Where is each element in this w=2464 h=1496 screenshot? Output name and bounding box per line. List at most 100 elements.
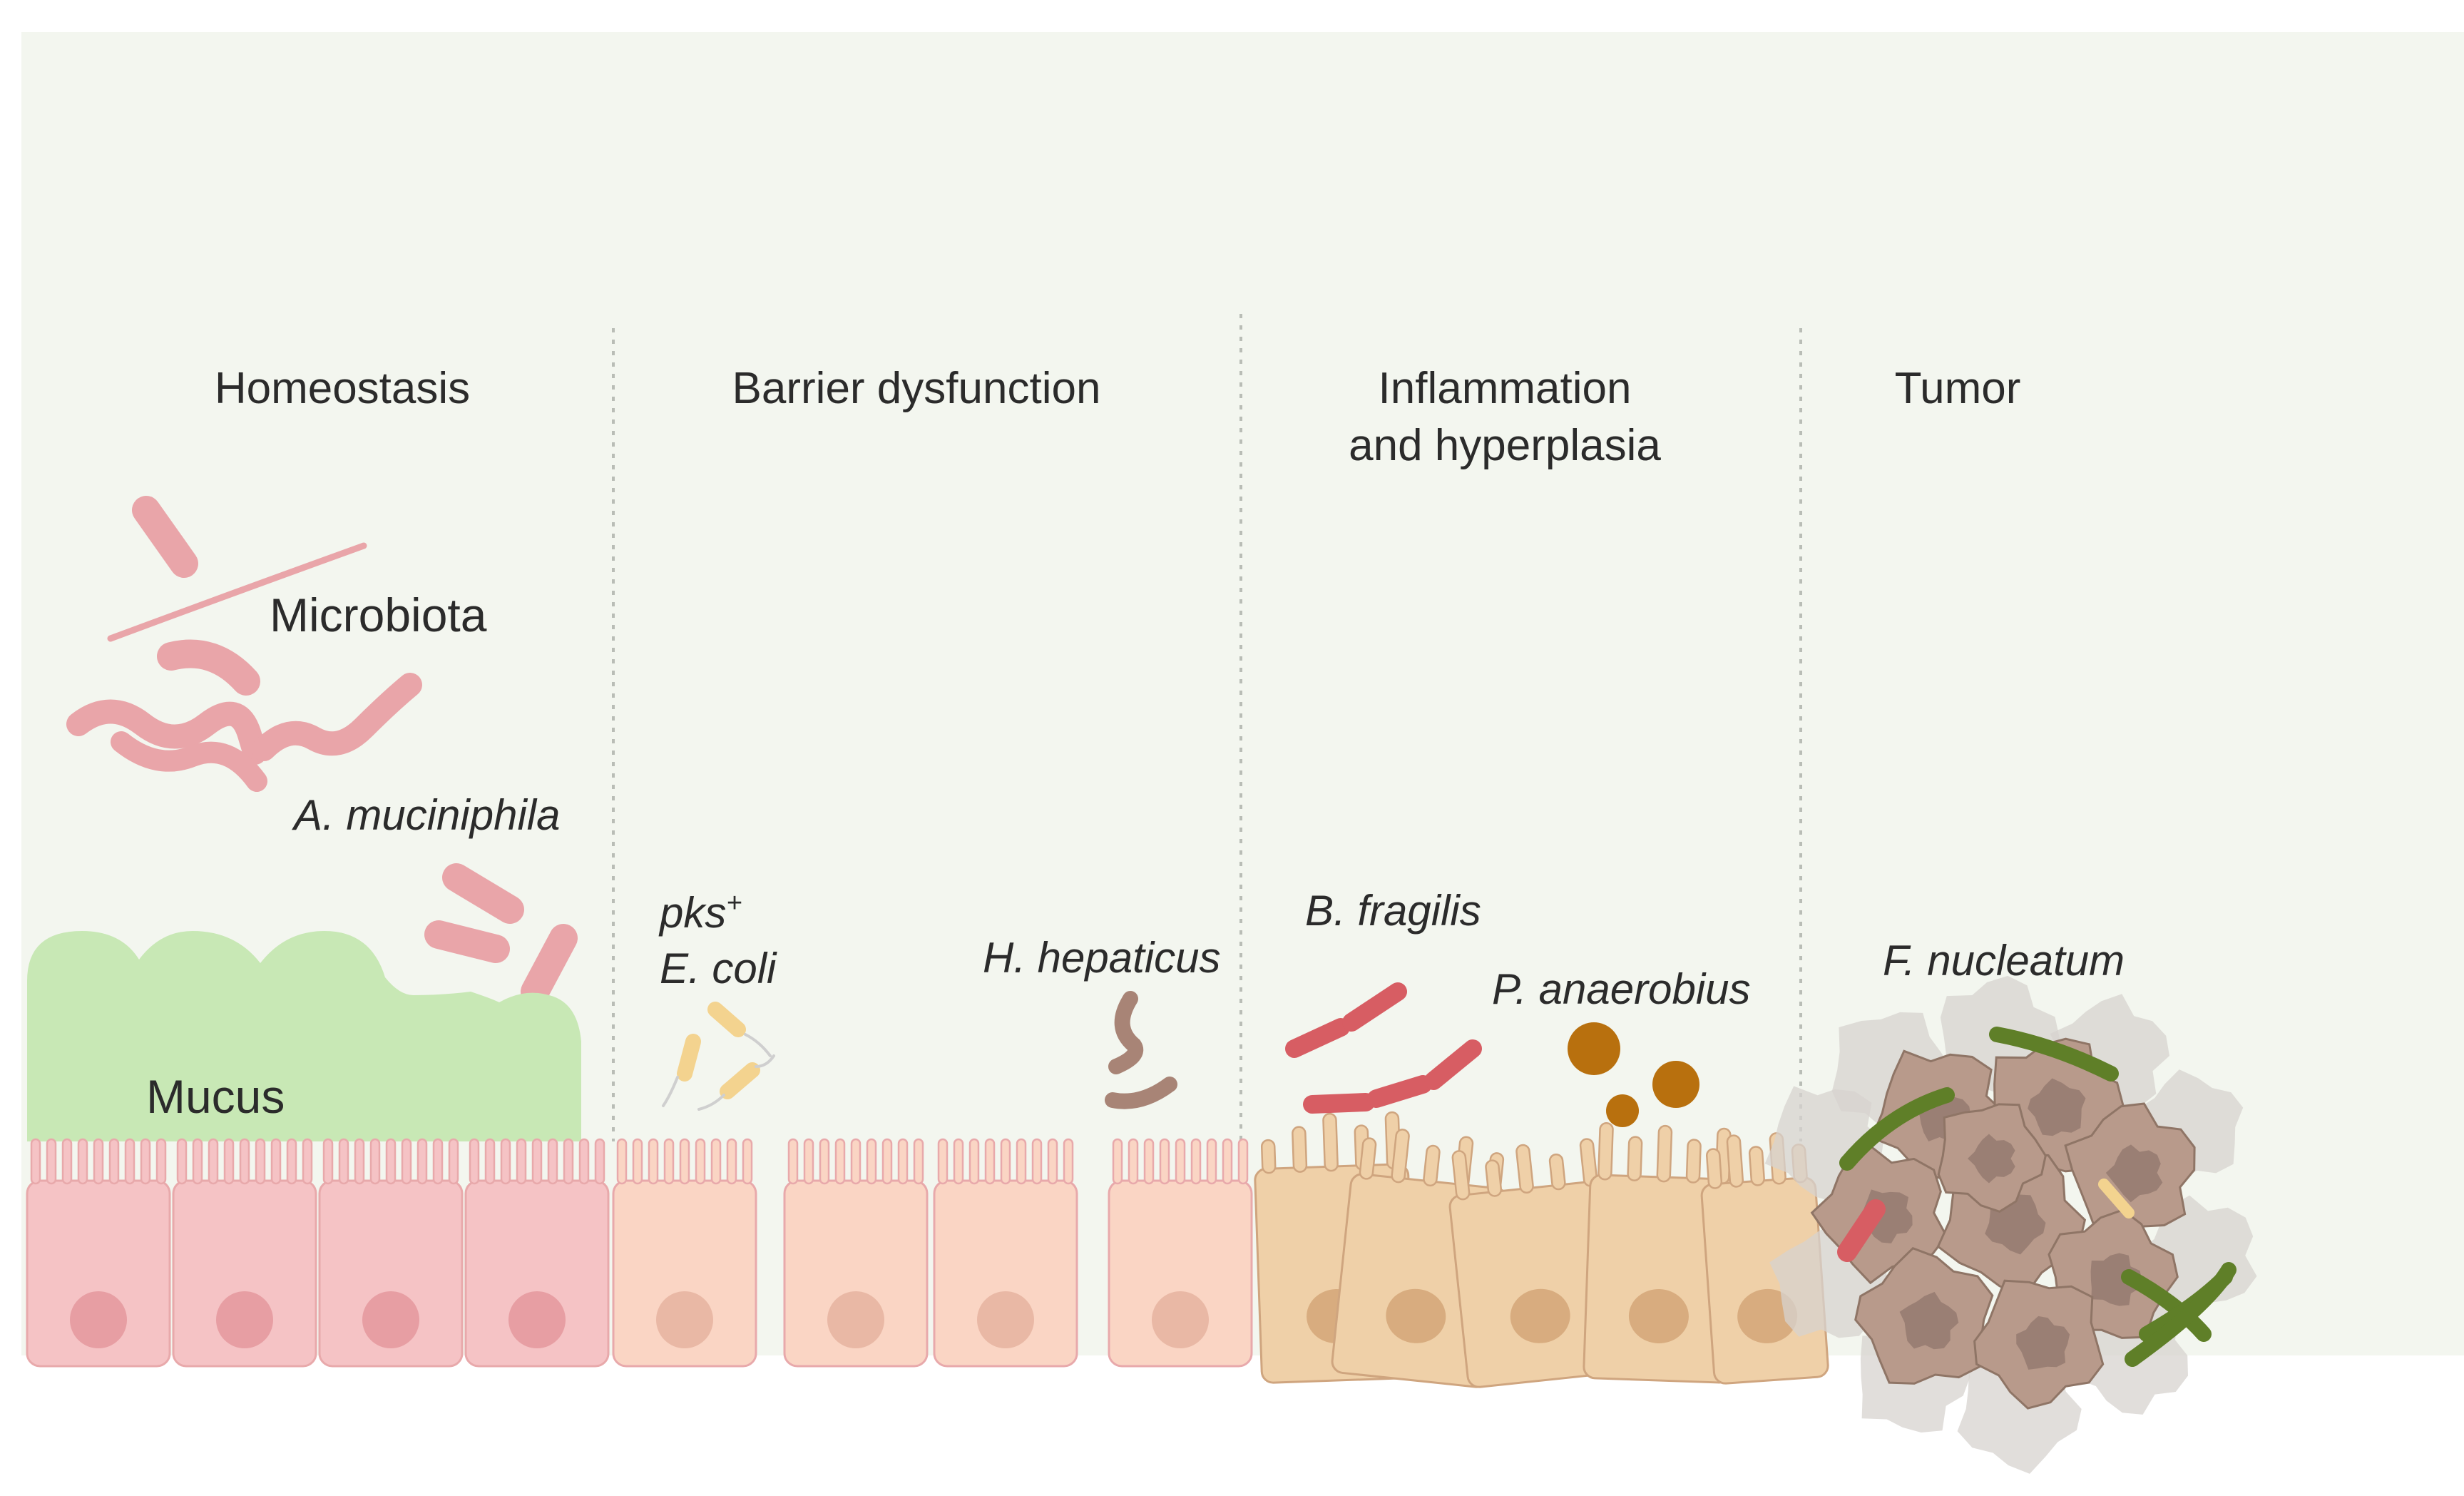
mucus-layer (27, 931, 581, 1141)
leaky-cell-2-microvillus (819, 1138, 830, 1185)
healthy-cell-4-microvillus (578, 1138, 590, 1185)
stage-inflammation-line2: and hyperplasia (1349, 421, 1661, 470)
leaky-cell-2-microvillus (897, 1138, 909, 1185)
hyperplastic-cell-2-nucleus (1386, 1288, 1446, 1343)
healthy-cell-4-microvillus (469, 1138, 480, 1185)
species-a-muciniphila: A. muciniphila (292, 791, 561, 839)
healthy-cell-3-microvillus (385, 1138, 397, 1185)
f-nucleatum-3 (2121, 1269, 2212, 1342)
species-pks-label: pks+ (658, 888, 742, 937)
h-hepaticus-2 (1105, 1077, 1177, 1109)
leaky-cell-4-microvillus (1237, 1138, 1249, 1185)
healthy-cell-2-nucleus (216, 1291, 273, 1348)
healthy-cell-2-microvillus (255, 1138, 266, 1185)
healthy-cell-3-microvillus (322, 1138, 334, 1185)
healthy-cell-1-microvillus (93, 1138, 104, 1185)
stage-inflammation-line1: Inflammation (1379, 364, 1632, 413)
species-p-anaerobius: P. anaerobius (1492, 965, 1751, 1013)
healthy-cell-4 (464, 1138, 610, 1368)
healthy-cell-4-microvillus (547, 1138, 558, 1185)
b-fragilis-5 (1424, 1039, 1482, 1090)
healthy-cell-2-microvillus (270, 1138, 282, 1185)
hyperplastic-cell-4-microvillus (1597, 1122, 1614, 1181)
healthy-cell-2-microvillus (239, 1138, 250, 1185)
e-coli-flagella (662, 1033, 775, 1111)
leaky-cell-3-microvillus (968, 1138, 980, 1185)
mucus-label: Mucus (146, 1070, 285, 1123)
hyperplastic-cell-3-nucleus (1510, 1288, 1570, 1343)
healthy-cell-3-nucleus (362, 1291, 419, 1348)
healthy-cell-1-microvillus (124, 1138, 136, 1185)
stage-homeostasis: Homeostasis (215, 364, 470, 413)
leaky-cell-1-nucleus (656, 1291, 713, 1348)
leaky-cell-2 (783, 1138, 929, 1368)
b-fragilis-1 (1285, 1018, 1350, 1058)
microbe-spiral-3 (111, 731, 267, 792)
healthy-cell-2-microvillus (192, 1138, 203, 1185)
leaky-cell-2-microvillus (803, 1138, 814, 1185)
healthy-cell-4-microvillus (594, 1138, 605, 1185)
tumor-cell-nucleus (1968, 1134, 2015, 1184)
stage-tumor: Tumor (1895, 364, 2021, 413)
f-nucleatum-1 (1989, 1027, 2119, 1082)
hyperplastic-cell-2-microvillus (1359, 1137, 1377, 1180)
tumor-cell-3 (2064, 1102, 2196, 1233)
mucus-blob (27, 931, 581, 1141)
h-hepaticus-1 (1108, 991, 1144, 1074)
healthy-cell-1-microvillus (46, 1138, 57, 1185)
healthy-cell-3-microvillus (416, 1138, 428, 1185)
healthy-cell-1-microvillus (30, 1138, 41, 1185)
leaky-cell-2-microvillus (834, 1138, 846, 1185)
leaky-cell-1-microvillus (648, 1138, 659, 1185)
f-nucleatum-bacteria (1839, 1027, 2236, 1367)
hyperplastic-cell-2-microvillus (1423, 1144, 1441, 1187)
tumor-cell-nucleus (2016, 1316, 2070, 1370)
healthy-cell-1-microvillus (155, 1138, 167, 1185)
b-fragilis-4 (1367, 1075, 1432, 1108)
leaky-cell-3 (933, 1138, 1078, 1368)
microbe-rod-1 (132, 496, 198, 578)
hyperplastic-cell-1-microvillus (1322, 1112, 1339, 1172)
akkermansia-rod-2 (424, 920, 510, 963)
healthy-cell-1-nucleus (70, 1291, 127, 1348)
microbiota-label: Microbiota (270, 589, 487, 641)
e-coli-1 (707, 1002, 746, 1037)
e-coli-3 (720, 1062, 760, 1099)
tumor-b-fragilis (1837, 1199, 1886, 1262)
leaky-cell-4-microvillus (1175, 1138, 1186, 1185)
leaky-cell-2-nucleus (827, 1291, 884, 1348)
healthy-cell-1 (26, 1138, 171, 1368)
healthy-cell-3-microvillus (432, 1138, 444, 1185)
stage-barrier-dysfunction: Barrier dysfunction (732, 364, 1101, 413)
healthy-cell-3-microvillus (448, 1138, 459, 1185)
healthy-cell-4-microvillus (531, 1138, 543, 1185)
leaky-cell-1-microvillus (726, 1138, 737, 1185)
hyperplastic-cell-3-microvillus (1485, 1159, 1503, 1197)
f-nucleatum-2 (1839, 1087, 1955, 1171)
species-f-nucleatum: F. nucleatum (1883, 937, 2125, 984)
microbe-spiral-2 (252, 673, 422, 761)
leaky-cell-3-microvillus (1000, 1138, 1011, 1185)
tumor-e-coli (2098, 1179, 2135, 1218)
healthy-cell-3-microvillus (369, 1138, 381, 1185)
tumor-cell-8 (1973, 1279, 2105, 1410)
leaky-cell-4-microvillus (1190, 1138, 1202, 1185)
leaky-cell-4-microvillus (1222, 1138, 1233, 1185)
p-anaerobius-2 (1652, 1061, 1699, 1108)
healthy-cell-1-microvillus (77, 1138, 88, 1185)
b-fragilis-2 (1342, 982, 1407, 1032)
akkermansia-rod-3 (521, 924, 578, 1006)
healthy-cell-1-microvillus (108, 1138, 120, 1185)
healthy-cell-4-microvillus (516, 1138, 527, 1185)
leaky-cell-4-nucleus (1152, 1291, 1209, 1348)
leaky-cell-4-microvillus (1159, 1138, 1170, 1185)
tumor-cell-nucleus (1899, 1291, 1959, 1350)
leaky-cell-2-microvillus (850, 1138, 862, 1185)
healthy-cell-3-microvillus (338, 1138, 349, 1185)
hyperplastic-cell-5-microvillus (1705, 1148, 1723, 1189)
leaky-cell-3-microvillus (953, 1138, 964, 1185)
healthy-cell-2-microvillus (223, 1138, 235, 1185)
microbe-filament (107, 542, 367, 642)
healthy-cell-1-microvillus (140, 1138, 151, 1185)
hyperplastic-cell-3 (1448, 1138, 1625, 1388)
